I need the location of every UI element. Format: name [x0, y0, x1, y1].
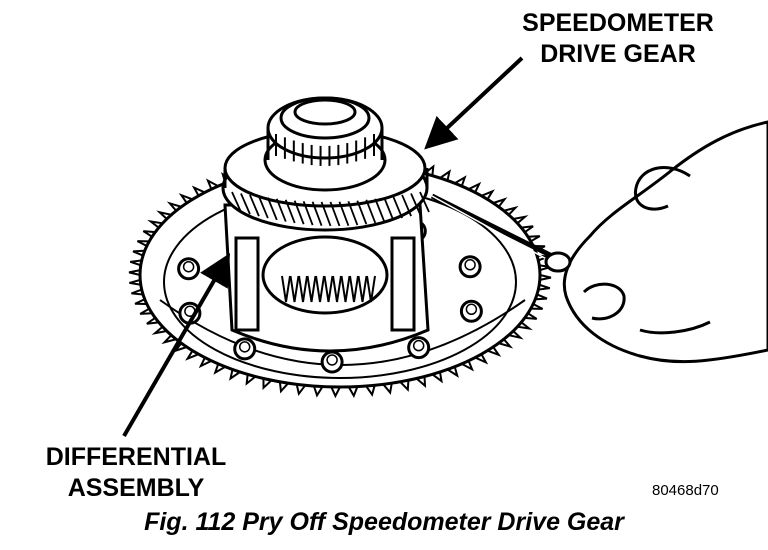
helix-line	[284, 199, 296, 224]
differential-assembly-label-line2: ASSEMBLY	[67, 474, 205, 502]
bearing-rollers	[275, 134, 375, 166]
differential-assembly-label-line1: DIFFERENTIAL	[45, 443, 227, 471]
helix-line	[347, 200, 359, 226]
helix-line	[240, 193, 251, 215]
pinion-tooth	[357, 275, 368, 303]
differential-assembly-label: DIFFERENTIAL ASSEMBLY	[26, 442, 246, 504]
pinion-tooth	[332, 275, 342, 303]
helix-line	[356, 200, 368, 225]
differential-assembly-arrow	[122, 253, 231, 438]
bolt-head	[233, 337, 257, 361]
screwdriver	[430, 193, 572, 273]
helix-line	[374, 198, 386, 222]
helix-line	[320, 201, 332, 227]
bolt-head-detail	[182, 260, 195, 273]
pinion-tooth	[281, 275, 291, 303]
speedometer-drive-gear-label-line1: SPEEDOMETER	[522, 9, 714, 37]
bolt-head-detail	[464, 259, 476, 271]
pinion-gear-teeth	[281, 275, 376, 303]
helix-line	[249, 194, 260, 217]
figure-caption: Fig. 112 Pry Off Speedometer Drive Gear	[144, 508, 624, 536]
pinion-tooth	[366, 275, 376, 303]
helix-line	[383, 197, 395, 221]
helix-line	[275, 198, 287, 222]
bolt-head-detail	[326, 354, 338, 366]
speedometer-drive-gear-label-line2: DRIVE GEAR	[540, 40, 696, 68]
helix-line	[293, 200, 305, 225]
drawing-number: 80468d70	[652, 482, 719, 499]
speedometer-gear-teeth	[231, 191, 430, 227]
helix-line	[311, 201, 323, 226]
pinion-tooth	[340, 275, 351, 303]
pinion-tooth	[298, 275, 308, 303]
helix-line	[365, 199, 377, 224]
helix-line	[419, 191, 430, 213]
speedometer-gear-arrow	[424, 56, 524, 150]
pinion-tooth	[323, 275, 334, 303]
carrier-bearing	[263, 96, 387, 192]
helix-line	[302, 200, 314, 226]
helix-line	[392, 195, 403, 219]
helix-line	[258, 195, 269, 219]
pinion-tooth	[349, 275, 359, 303]
helix-line	[401, 194, 412, 217]
bolt-head-detail	[238, 341, 251, 353]
helix-line	[266, 197, 278, 221]
pinion-tooth	[289, 275, 300, 303]
bolt-head	[177, 257, 201, 281]
bolt-head-detail	[465, 303, 478, 316]
speedometer-drive-gear-label: SPEEDOMETER DRIVE GEAR	[498, 8, 738, 70]
helix-line	[410, 193, 421, 215]
helix-line	[338, 201, 350, 226]
helix-line	[329, 201, 341, 227]
bolt-head	[407, 336, 431, 360]
pinion-tooth	[306, 275, 317, 303]
helix-line	[231, 191, 242, 213]
pinion-tooth	[315, 275, 325, 303]
bolt-head	[458, 255, 482, 279]
bolt-head	[459, 299, 483, 323]
hand	[562, 120, 768, 364]
bolt-head-detail	[412, 339, 425, 352]
